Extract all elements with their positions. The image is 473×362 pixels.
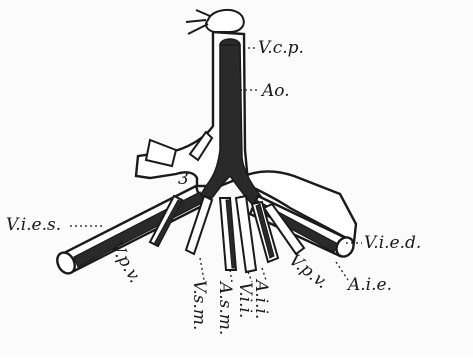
label-vcp: V.c.p. <box>258 38 304 58</box>
label-vies: V.i.e.s. <box>6 215 61 235</box>
label-vied: V.i.e.d. <box>364 233 421 253</box>
label-aii: A.i.i. <box>251 278 271 319</box>
label-asm: A.s.m. <box>215 280 235 335</box>
label-vsm: V.s.m. <box>189 280 209 330</box>
label-aie: A.i.e. <box>346 275 392 295</box>
label-vpv-right: V.p.v. <box>285 250 332 293</box>
label-vpv-left: V.p.v. <box>106 239 145 287</box>
ligature-knot <box>186 10 244 34</box>
left-iliac-artery <box>74 192 204 267</box>
label-ao: Ao. <box>260 81 290 101</box>
label-num3: 3 <box>178 169 189 189</box>
